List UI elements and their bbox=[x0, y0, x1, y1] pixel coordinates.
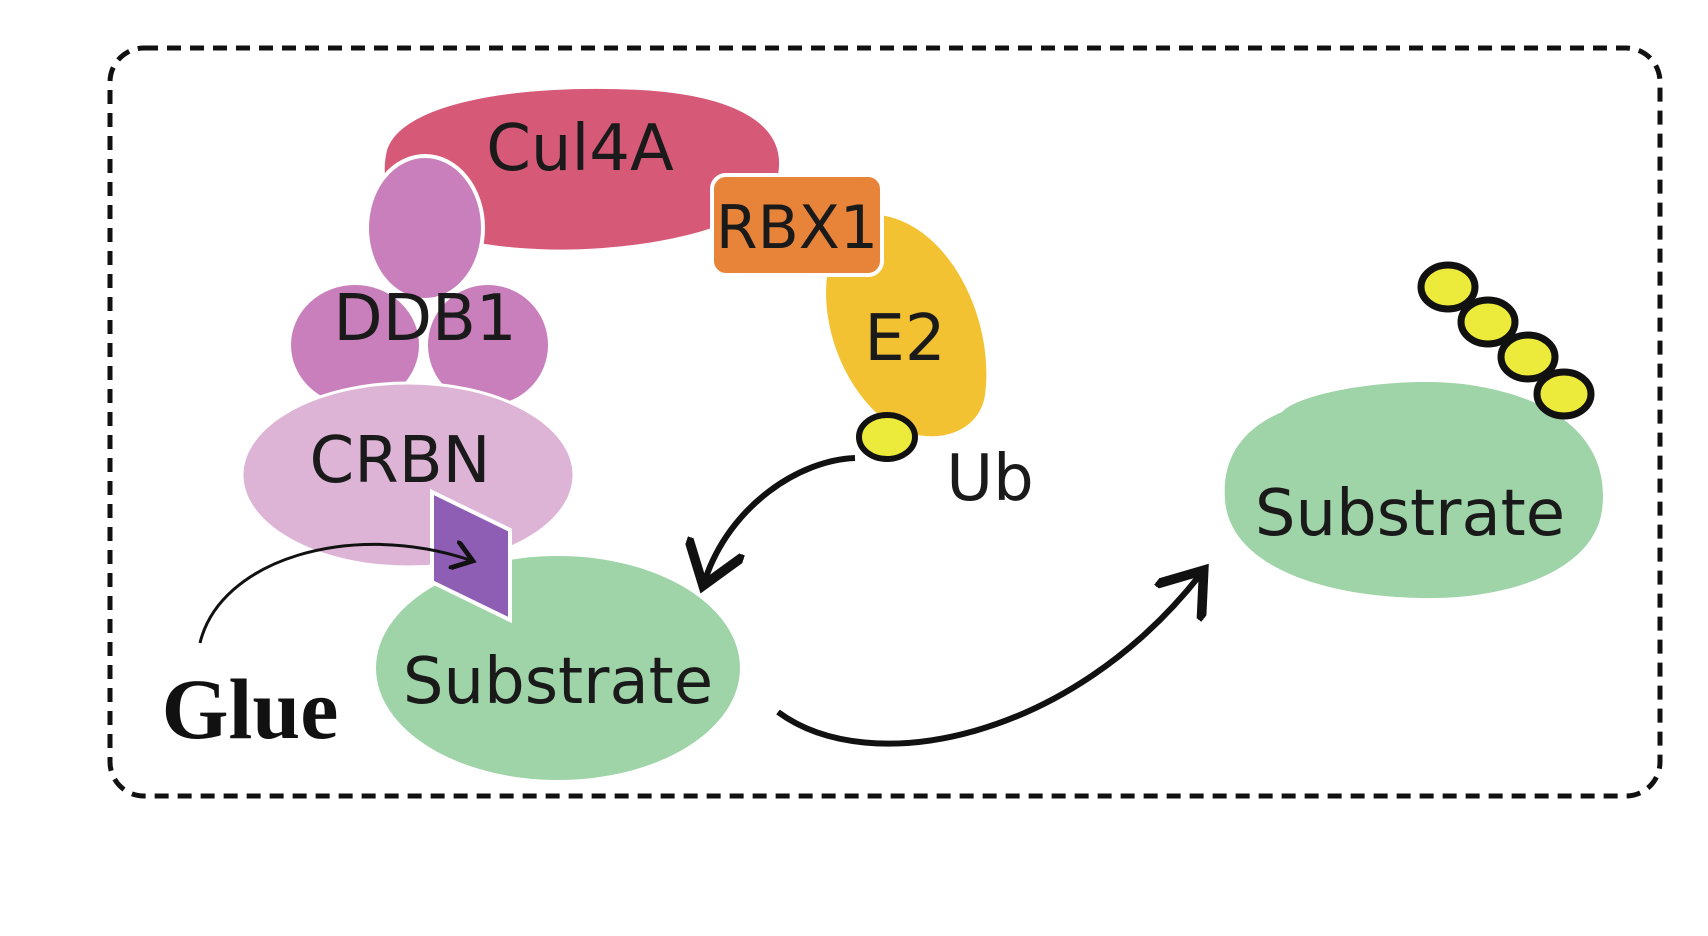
ddb1-label: DDB1 bbox=[333, 282, 516, 356]
ubiquitin-chain-ball bbox=[1417, 261, 1479, 313]
e2-label: E2 bbox=[864, 302, 945, 376]
ubiquitin-chain-ball bbox=[1497, 331, 1559, 383]
ubiquitin-chain bbox=[1417, 261, 1595, 420]
ubiquitin-transfer-arrow bbox=[705, 455, 856, 580]
ub-label: Ub bbox=[946, 442, 1033, 516]
substrate-released-shape bbox=[1224, 382, 1603, 599]
rbx1-shape bbox=[710, 173, 884, 277]
glue-label: Glue bbox=[162, 661, 339, 757]
substrate-released-label: Substrate bbox=[1255, 477, 1565, 551]
substrate-release-arrow bbox=[776, 575, 1200, 747]
ubiquitin-chain-ball bbox=[1457, 296, 1519, 348]
cul4a-label: Cul4A bbox=[486, 112, 674, 186]
substrate-bound-label: Substrate bbox=[403, 645, 713, 719]
crbn-label: CRBN bbox=[310, 424, 491, 498]
ubiquitin-chain-ball bbox=[1533, 368, 1595, 420]
rbx1-label: RBX1 bbox=[716, 193, 878, 263]
ubiquitin-e2 bbox=[856, 412, 918, 462]
substrate-bound-shape bbox=[376, 556, 740, 780]
dashed-border bbox=[107, 45, 1663, 799]
glue-binding-arrow bbox=[198, 544, 470, 644]
